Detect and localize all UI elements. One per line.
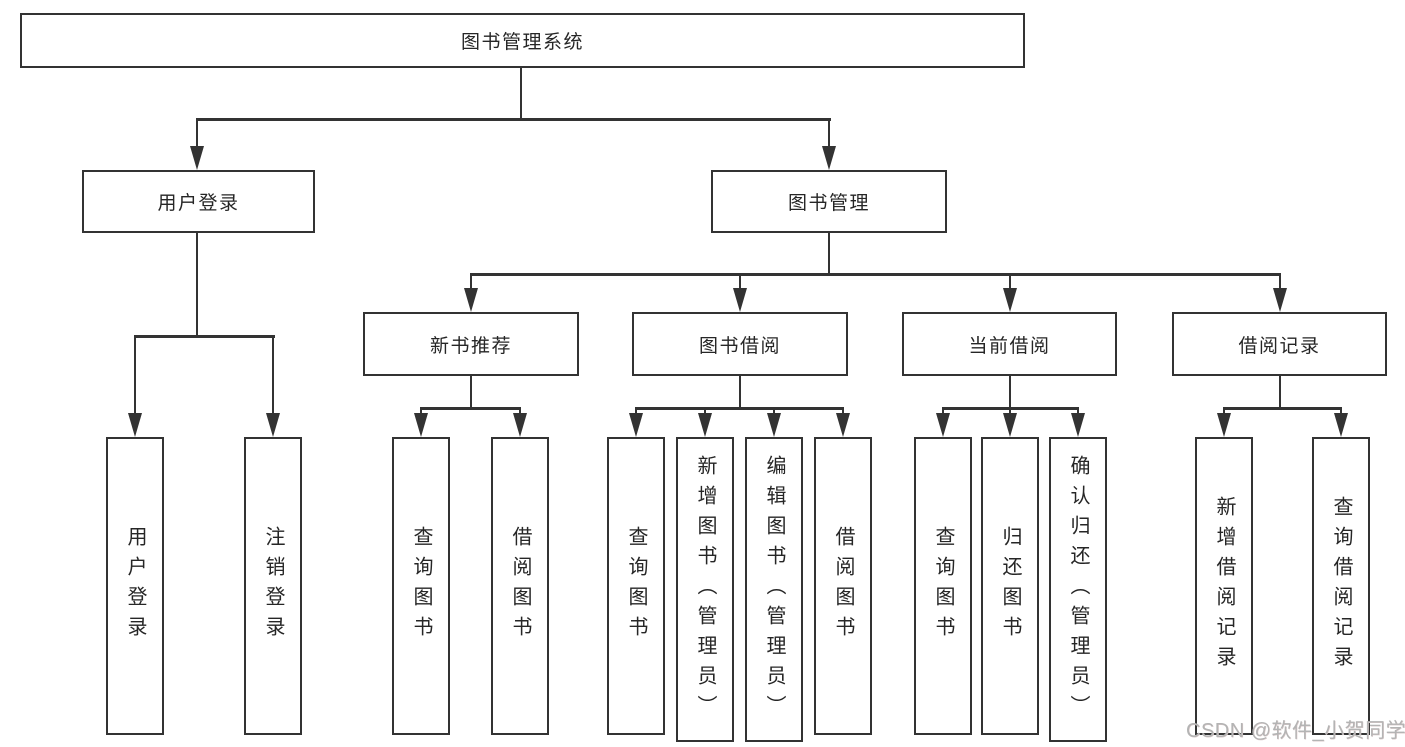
connector-vline — [1339, 407, 1343, 416]
leaf-borrowing-query-books: 查询图书 — [607, 437, 665, 735]
arrowhead-down-icon — [190, 146, 204, 170]
connector-hline — [636, 407, 844, 410]
connector-vline — [1278, 376, 1282, 408]
arrowhead-down-icon — [1003, 288, 1017, 312]
arrowhead-down-icon — [128, 413, 142, 437]
leaf-user-login: 用户登录 — [106, 437, 164, 735]
connector-vline — [469, 273, 473, 290]
arrowhead-down-icon — [936, 413, 950, 437]
connector-vline — [518, 407, 522, 416]
connector-vline — [772, 407, 776, 416]
node-new-book-recommend: 新书推荐 — [363, 312, 579, 376]
connector-vline — [738, 376, 742, 408]
arrowhead-down-icon — [629, 413, 643, 437]
connector-hline — [471, 273, 1281, 276]
connector-vline — [1008, 407, 1012, 416]
connector-vline — [703, 407, 707, 416]
connector-vline — [634, 407, 638, 416]
arrowhead-down-icon — [464, 288, 478, 312]
connector-vline — [841, 407, 845, 416]
connector-vline — [519, 68, 523, 120]
leaf-records-query-record: 查询借阅记录 — [1312, 437, 1370, 735]
arrowhead-down-icon — [1273, 288, 1287, 312]
connector-vline — [1278, 273, 1282, 290]
arrowhead-down-icon — [698, 413, 712, 437]
arrowhead-down-icon — [266, 413, 280, 437]
connector-hline — [1224, 407, 1342, 410]
connector-hline — [943, 407, 1079, 410]
leaf-current-query-books: 查询图书 — [914, 437, 972, 735]
leaf-current-confirm-return-admin: 确认归还（管理员） — [1049, 437, 1107, 742]
node-book-borrowing: 图书借阅 — [632, 312, 848, 376]
connector-vline — [827, 118, 831, 148]
connector-vline — [1008, 273, 1012, 290]
leaf-recommend-borrow-books: 借阅图书 — [491, 437, 549, 735]
connector-vline — [827, 233, 831, 275]
leaf-borrowing-edit-books-admin: 编辑图书（管理员） — [745, 437, 803, 742]
arrowhead-down-icon — [414, 413, 428, 437]
leaf-borrowing-borrow-books: 借阅图书 — [814, 437, 872, 735]
arrowhead-down-icon — [1071, 413, 1085, 437]
arrowhead-down-icon — [733, 288, 747, 312]
node-current-borrowing: 当前借阅 — [902, 312, 1117, 376]
node-borrow-records: 借阅记录 — [1172, 312, 1387, 376]
connector-vline — [195, 118, 199, 148]
arrowhead-down-icon — [822, 146, 836, 170]
connector-vline — [195, 233, 199, 336]
leaf-logout: 注销登录 — [244, 437, 302, 735]
connector-hline — [197, 118, 831, 121]
connector-vline — [738, 273, 742, 290]
arrowhead-down-icon — [1217, 413, 1231, 437]
node-root-library-system: 图书管理系统 — [20, 13, 1025, 68]
leaf-records-add-record: 新增借阅记录 — [1195, 437, 1253, 735]
node-book-management: 图书管理 — [711, 170, 947, 233]
arrowhead-down-icon — [1334, 413, 1348, 437]
connector-vline — [133, 335, 137, 415]
arrowhead-down-icon — [513, 413, 527, 437]
connector-hline — [134, 335, 275, 338]
connector-vline — [469, 376, 473, 408]
connector-vline — [419, 407, 423, 416]
leaf-current-return-books: 归还图书 — [981, 437, 1039, 735]
connector-vline — [1076, 407, 1080, 416]
connector-vline — [1222, 407, 1226, 416]
connector-hline — [421, 407, 521, 410]
watermark: CSDN @软件_小贺同学 — [1186, 720, 1405, 742]
arrowhead-down-icon — [1003, 413, 1017, 437]
connector-vline — [271, 335, 275, 415]
arrowhead-down-icon — [836, 413, 850, 437]
connector-vline — [1008, 376, 1012, 408]
leaf-recommend-query-books: 查询图书 — [392, 437, 450, 735]
arrowhead-down-icon — [767, 413, 781, 437]
node-user-login: 用户登录 — [82, 170, 315, 233]
connector-vline — [941, 407, 945, 416]
leaf-borrowing-add-books-admin: 新增图书（管理员） — [676, 437, 734, 742]
